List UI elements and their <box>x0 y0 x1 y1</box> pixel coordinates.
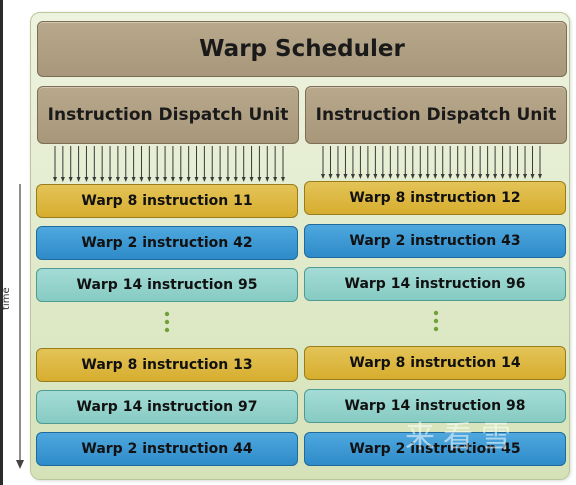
left-edge-strip <box>0 0 14 485</box>
right-row-5: Warp 14 instruction 98 <box>304 389 566 423</box>
time-axis-label: time <box>1 287 12 310</box>
right-row-6: Warp 2 instruction 45 <box>304 432 566 466</box>
left-dispatch-arrow-head <box>218 177 223 182</box>
left-dispatch-arrow-head <box>76 177 81 182</box>
left-dispatch-arrow-head <box>178 177 183 182</box>
right-dispatch-arrow-head <box>365 174 370 179</box>
right-dispatch-arrow-head <box>493 174 498 179</box>
right-dispatch-arrow-head <box>388 174 393 179</box>
left-dispatch-arrow-head <box>147 177 152 182</box>
right-dispatch-arrow-head <box>478 174 483 179</box>
right-dispatch-arrow-head <box>425 174 430 179</box>
right-dispatch-arrow-head <box>433 174 438 179</box>
left-dispatch-arrow-head <box>163 177 168 182</box>
left-row-1: Warp 8 instruction 11 <box>36 184 298 218</box>
left-dispatch-arrow-head <box>257 177 262 182</box>
right-dispatch-arrow-head <box>335 174 340 179</box>
right-dispatch-arrow-head <box>485 174 490 179</box>
right-dispatch-arrow-head <box>350 174 355 179</box>
left-dispatch-arrow-head <box>210 177 215 182</box>
left-dispatch-arrow-head <box>131 177 136 182</box>
right-dispatch-arrow-head <box>328 174 333 179</box>
left-dispatch-arrow-head <box>115 177 120 182</box>
right-dispatch-arrow-head <box>530 174 535 179</box>
right-row-3: Warp 14 instruction 96 <box>304 267 566 301</box>
instruction-dispatch-unit-left: Instruction Dispatch Unit <box>37 86 299 144</box>
left-dispatch-arrows <box>53 146 285 182</box>
left-dispatch-arrow-head <box>202 177 207 182</box>
right-dispatch-arrow-head <box>463 174 468 179</box>
left-dispatch-arrow-head <box>60 177 65 182</box>
left-dispatch-arrow-head <box>265 177 270 182</box>
left-dispatch-arrow-head <box>108 177 113 182</box>
left-dispatch-arrow-head <box>123 177 128 182</box>
warp-scheduler: Warp Scheduler <box>37 21 567 77</box>
left-dispatch-arrow-head <box>170 177 175 182</box>
left-dispatch-arrow-head <box>92 177 97 182</box>
right-row-2: Warp 2 instruction 43 <box>304 224 566 258</box>
right-row-1: Warp 8 instruction 12 <box>304 181 566 215</box>
left-dispatch-arrow-head <box>273 177 278 182</box>
right-dispatch-arrow-head <box>508 174 513 179</box>
right-dispatch-arrows <box>321 146 542 179</box>
left-dispatch-arrow-head <box>100 177 105 182</box>
right-dispatch-arrow-head <box>358 174 363 179</box>
right-dispatch-arrow-head <box>410 174 415 179</box>
right-dispatch-arrow-head <box>538 174 542 179</box>
left-row-2: Warp 2 instruction 42 <box>36 226 298 260</box>
watermark: 来看雪 <box>405 420 519 455</box>
right-dispatch-arrow-head <box>515 174 520 179</box>
left-row-5: Warp 14 instruction 97 <box>36 390 298 424</box>
right-dispatch-arrow-head <box>455 174 460 179</box>
left-dispatch-arrow-head <box>281 177 285 182</box>
left-dispatch-arrow-head <box>186 177 191 182</box>
left-row-4: Warp 8 instruction 13 <box>36 348 298 382</box>
left-dispatch-arrow-head <box>233 177 238 182</box>
left-row-6: Warp 2 instruction 44 <box>36 432 298 466</box>
right-dispatch-arrow-head <box>321 174 325 179</box>
left-dispatch-arrow-head <box>155 177 160 182</box>
left-ellipsis-dots <box>164 311 170 333</box>
left-dispatch-arrow-head <box>139 177 144 182</box>
right-dispatch-arrow-head <box>418 174 423 179</box>
left-dispatch-arrow-head <box>194 177 199 182</box>
instruction-dispatch-unit-right: Instruction Dispatch Unit <box>305 86 567 144</box>
left-dispatch-arrow-head <box>53 177 57 182</box>
right-dispatch-arrow-head <box>403 174 408 179</box>
right-dispatch-arrow-head <box>343 174 348 179</box>
left-row-3: Warp 14 instruction 95 <box>36 268 298 302</box>
left-dispatch-arrow-head <box>249 177 254 182</box>
right-dispatch-arrow-head <box>470 174 475 179</box>
right-dispatch-arrow-head <box>500 174 505 179</box>
right-dispatch-arrow-head <box>380 174 385 179</box>
left-dispatch-arrow-head <box>68 177 73 182</box>
right-dispatch-arrow-head <box>373 174 378 179</box>
right-dispatch-arrow-head <box>448 174 453 179</box>
right-dispatch-arrow-head <box>395 174 400 179</box>
right-dispatch-arrow-head <box>523 174 528 179</box>
left-dispatch-arrow-head <box>241 177 246 182</box>
right-row-4: Warp 8 instruction 14 <box>304 346 566 380</box>
time-axis-arrow <box>16 184 24 469</box>
left-dispatch-arrow-head <box>84 177 89 182</box>
right-ellipsis-dots <box>433 310 439 332</box>
left-dispatch-arrow-head <box>225 177 230 182</box>
right-dispatch-arrow-head <box>440 174 445 179</box>
